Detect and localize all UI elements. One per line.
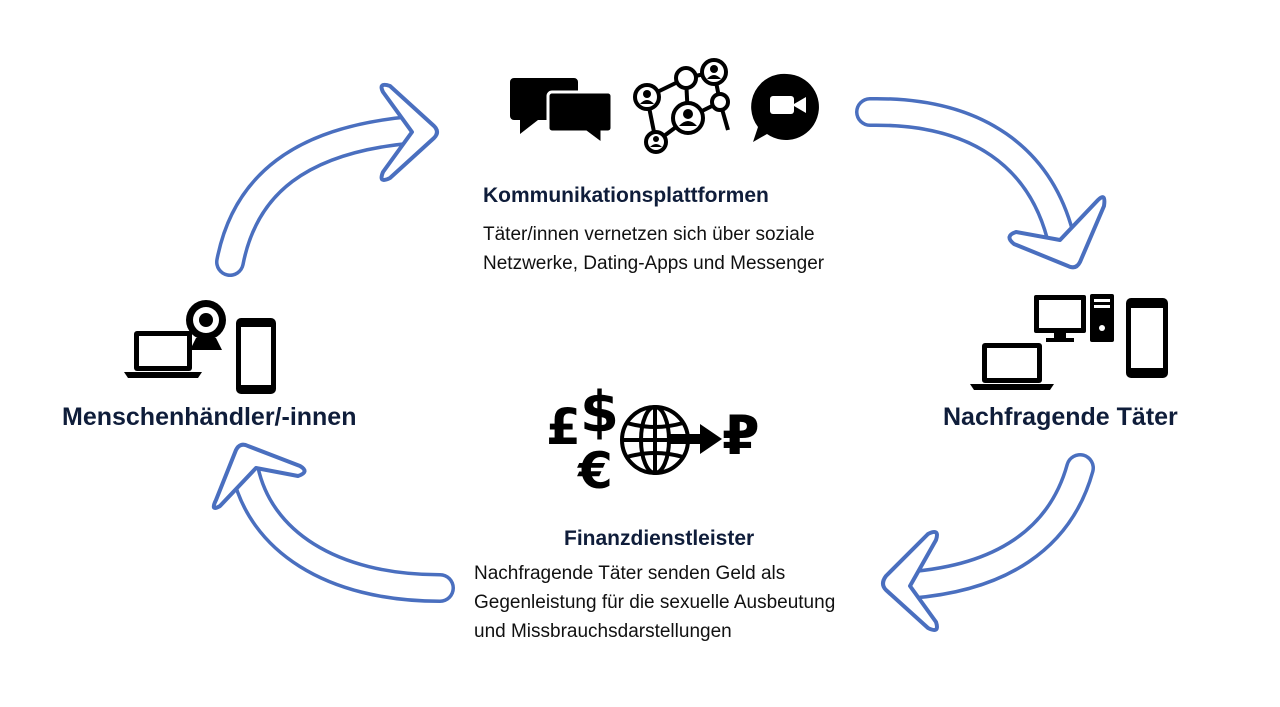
offenders-title: Nachfragende Täter <box>943 403 1178 431</box>
communication-desc-line2: Netzwerke, Dating-Apps und Messenger <box>483 253 825 274</box>
webcam-icon <box>186 300 226 350</box>
communication-title: Kommunikationsplattformen <box>483 184 769 207</box>
finance-title: Finanzdienstleister <box>564 527 755 550</box>
network-icon <box>633 58 730 154</box>
arrowhead-right <box>1007 195 1107 270</box>
network-people <box>640 65 721 147</box>
arrowhead-top <box>379 82 439 182</box>
pound-icon: £ <box>546 398 581 456</box>
smartphone-icon <box>1126 298 1168 378</box>
ruble-icon: ₽ <box>722 404 760 467</box>
traffickers-title: Menschenhändler/-innen <box>62 403 357 431</box>
finance-desc-line3: und Missbrauchsdarstellungen <box>474 621 732 642</box>
arrowhead-bottom <box>881 530 939 632</box>
laptop-icon <box>970 343 1054 390</box>
chat-bubbles-icon <box>510 78 614 147</box>
euro-icon: € <box>578 442 613 500</box>
video-chat-icon <box>751 73 819 142</box>
desktop-computer-icon <box>1034 294 1114 342</box>
dollar-icon: $ <box>580 380 619 445</box>
finance-desc-line1: Nachfragende Täter senden Geld als <box>474 563 786 584</box>
arrow-icon <box>670 424 722 454</box>
communication-desc-line1: Täter/innen vernetzen sich über soziale <box>483 224 815 245</box>
laptop-icon <box>124 331 202 378</box>
smartphone-icon <box>236 318 276 394</box>
finance-desc-line2: Gegenleistung für die sexuelle Ausbeutun… <box>474 592 836 613</box>
arrowhead-left <box>211 442 307 510</box>
